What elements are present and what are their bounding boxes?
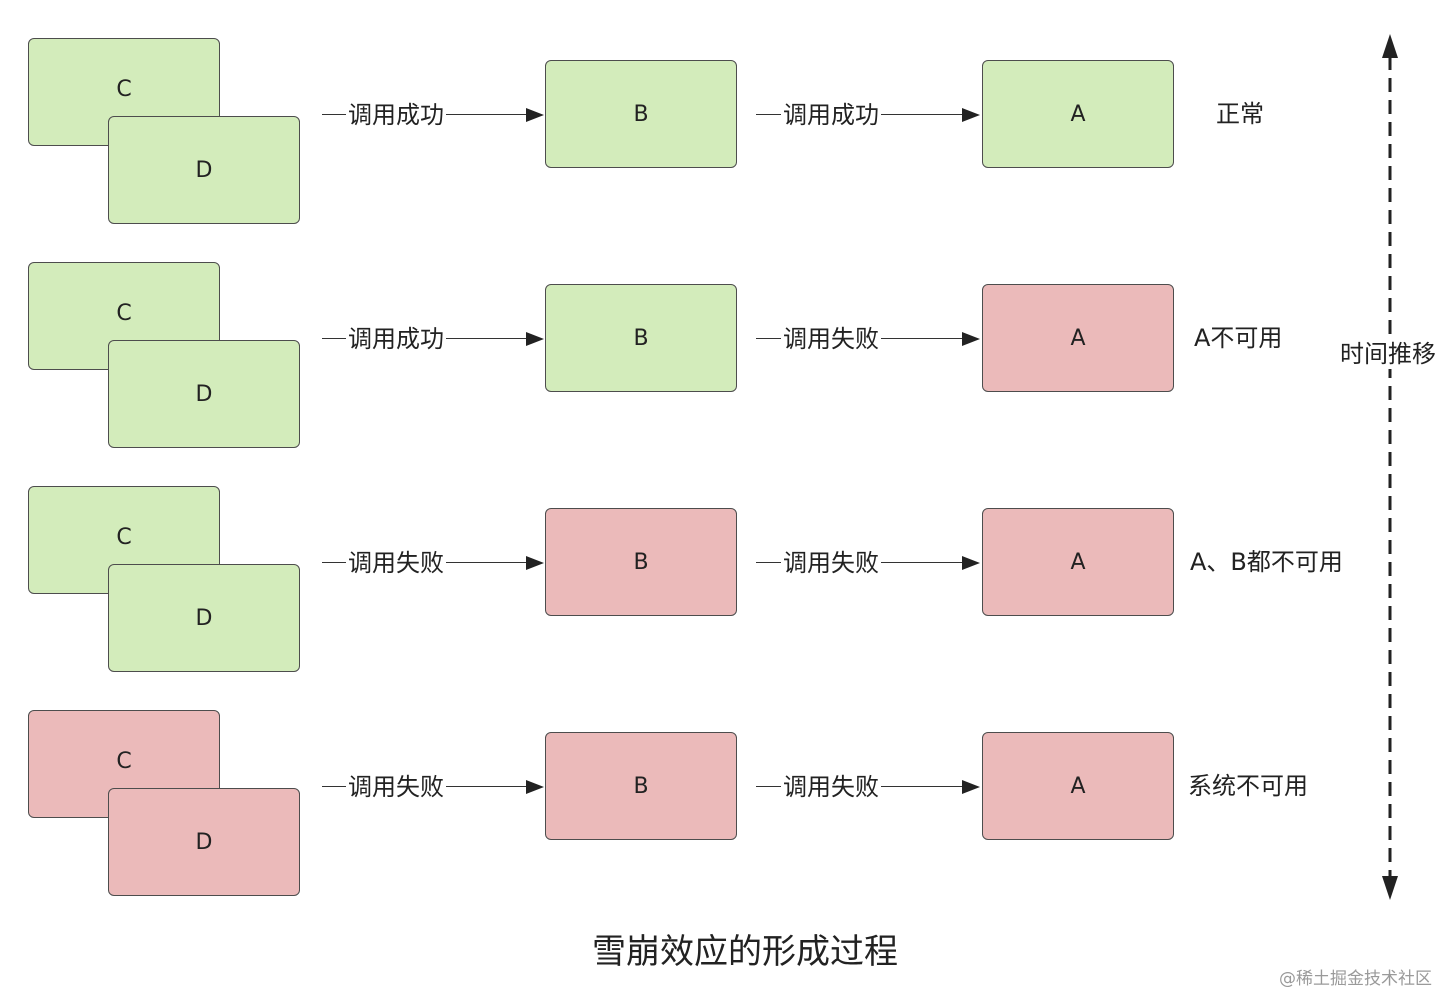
time-axis-up-arrow-icon xyxy=(1382,34,1398,58)
service-c-label: C xyxy=(116,525,132,550)
service-b-node: B xyxy=(545,732,737,840)
time-axis xyxy=(1382,34,1398,900)
arrow-head-icon xyxy=(962,108,980,122)
edge-label-b-to-a: 调用失败 xyxy=(781,772,881,802)
arrow-head-icon xyxy=(526,556,544,570)
service-b-node: B xyxy=(545,60,737,168)
arrow-head-icon xyxy=(962,556,980,570)
arrow-head-icon xyxy=(526,780,544,794)
arrow-head-icon xyxy=(962,332,980,346)
arrow-head-icon xyxy=(526,332,544,346)
service-c-label: C xyxy=(116,301,132,326)
service-d-node: D xyxy=(108,116,300,224)
service-d-node: D xyxy=(108,340,300,448)
time-axis-label: 时间推移 xyxy=(1340,339,1436,369)
service-b-label: B xyxy=(633,325,649,351)
arrow-head-icon xyxy=(962,780,980,794)
service-a-label: A xyxy=(1070,325,1086,351)
service-c-label: C xyxy=(116,77,132,102)
edge-label-b-to-a: 调用成功 xyxy=(781,100,881,130)
service-d-label: D xyxy=(195,381,213,407)
time-axis-down-arrow-icon xyxy=(1382,876,1398,900)
service-b-node: B xyxy=(545,508,737,616)
service-a-node: A xyxy=(982,508,1174,616)
service-b-label: B xyxy=(633,101,649,127)
service-d-node: D xyxy=(108,564,300,672)
service-a-label: A xyxy=(1070,101,1086,127)
watermark: @稀土掘金技术社区 xyxy=(1279,969,1432,989)
service-d-label: D xyxy=(195,829,213,855)
service-a-node: A xyxy=(982,60,1174,168)
service-c-label: C xyxy=(116,749,132,774)
row-status-label: 系统不可用 xyxy=(1188,772,1308,800)
service-b-node: B xyxy=(545,284,737,392)
edge-label-cd-to-b: 调用失败 xyxy=(346,548,446,578)
service-a-label: A xyxy=(1070,549,1086,575)
row-status-label: A不可用 xyxy=(1194,324,1283,352)
edge-label-b-to-a: 调用失败 xyxy=(781,324,881,354)
service-d-node: D xyxy=(108,788,300,896)
service-a-node: A xyxy=(982,732,1174,840)
service-d-label: D xyxy=(195,157,213,183)
edge-label-b-to-a: 调用失败 xyxy=(781,548,881,578)
service-a-label: A xyxy=(1070,773,1086,799)
service-a-node: A xyxy=(982,284,1174,392)
edge-label-cd-to-b: 调用成功 xyxy=(346,100,446,130)
row-status-label: A、B都不可用 xyxy=(1190,548,1343,576)
service-b-label: B xyxy=(633,549,649,575)
row-status-label: 正常 xyxy=(1216,100,1264,128)
arrow-head-icon xyxy=(526,108,544,122)
service-b-label: B xyxy=(633,773,649,799)
edge-label-cd-to-b: 调用成功 xyxy=(346,324,446,354)
diagram-caption: 雪崩效应的形成过程 xyxy=(592,932,898,972)
edge-label-cd-to-b: 调用失败 xyxy=(346,772,446,802)
service-d-label: D xyxy=(195,605,213,631)
